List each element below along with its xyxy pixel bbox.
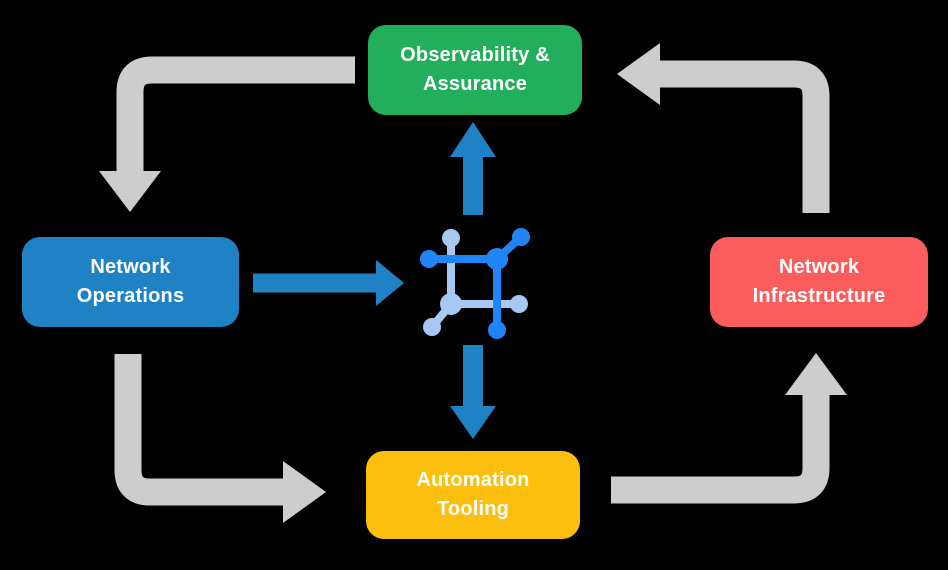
arrow-center-to-observability <box>450 122 496 215</box>
arrow-infrastructure-to-observability <box>617 43 830 213</box>
arrow-center-to-automation <box>450 345 496 439</box>
node-label-line2: Infrastructure <box>752 285 886 307</box>
node-label-line1: Network <box>90 256 171 278</box>
icon-node-dot <box>510 295 528 313</box>
node-observability-assurance: Observability & Assurance <box>368 25 582 115</box>
network-mesh-icon <box>420 228 530 339</box>
node-label-line1: Automation <box>416 469 530 491</box>
node-label-line2: Assurance <box>422 73 528 95</box>
arrow-automation-to-infrastructure <box>611 353 847 504</box>
arrowhead-left-icon <box>617 43 660 105</box>
arrow-shaft <box>116 56 355 175</box>
arrow-shaft <box>659 60 830 213</box>
arrow-shaft <box>611 392 830 504</box>
arrowhead-up-icon <box>785 353 847 395</box>
node-automation-tooling: Automation Tooling <box>366 451 580 539</box>
node-label-line1: Observability & <box>400 44 550 66</box>
arrow-operations-to-automation <box>114 354 326 523</box>
node-label-line2: Operations <box>76 285 185 307</box>
arrowhead-down-icon <box>99 171 161 212</box>
arrowhead-up-icon <box>450 122 496 157</box>
network-mesh-icon-bright-part <box>420 228 530 339</box>
icon-node-dot <box>488 321 506 339</box>
icon-node-dot <box>423 318 441 336</box>
icon-node-dot <box>512 228 530 246</box>
arrow-shaft <box>114 354 287 506</box>
node-label-line2: Tooling <box>436 498 510 520</box>
arrow-operations-to-center <box>253 260 404 306</box>
icon-node-dot-large <box>440 293 462 315</box>
node-network-infrastructure: Network Infrastructure <box>710 237 928 327</box>
arrowhead-down-icon <box>450 406 496 439</box>
icon-node-dot-large <box>486 248 508 270</box>
icon-node-dot <box>420 250 438 268</box>
arrowhead-right-icon <box>376 260 404 306</box>
node-network-operations: Network Operations <box>22 237 239 327</box>
arrow-observability-to-operations <box>99 56 355 212</box>
node-label-line1: Network <box>778 256 860 278</box>
arrowhead-right-icon <box>283 461 326 523</box>
icon-node-dot <box>442 229 460 247</box>
